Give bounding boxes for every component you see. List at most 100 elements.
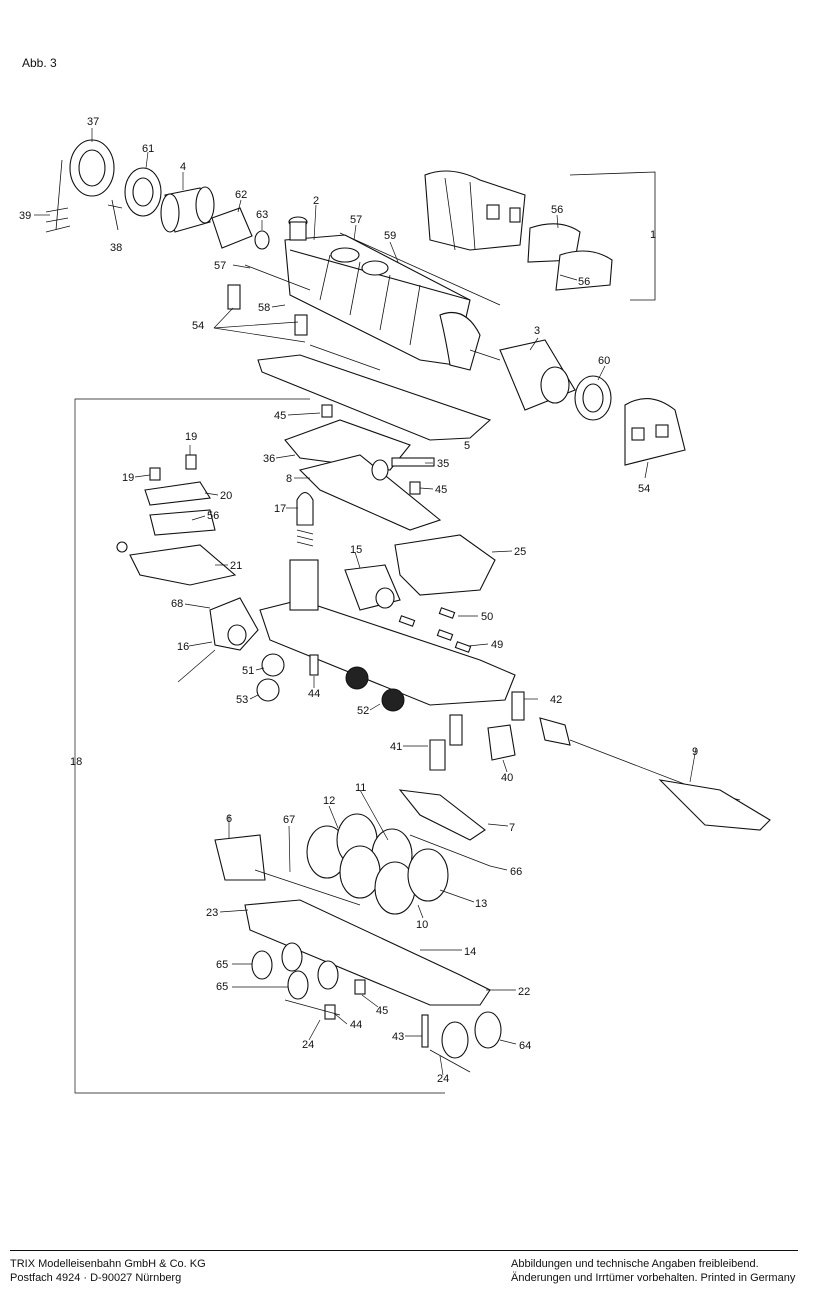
- gears-52: [345, 666, 405, 712]
- callout-19b: 19: [122, 472, 134, 484]
- callout-51: 51: [242, 665, 254, 677]
- callout-10: 10: [416, 919, 428, 931]
- callout-57a: 57: [350, 214, 362, 226]
- callout-2: 2: [313, 195, 319, 207]
- callout-13: 13: [475, 898, 487, 910]
- callout-68: 68: [171, 598, 183, 610]
- callout-58: 58: [258, 302, 270, 314]
- callout-54a: 54: [192, 320, 204, 332]
- part-6-crosshead: [214, 834, 361, 906]
- drive-wheels: [306, 813, 449, 915]
- callout-9: 9: [692, 746, 698, 758]
- callout-59: 59: [384, 230, 396, 242]
- part-62-63: [211, 207, 270, 250]
- part-61-disc: [107, 167, 162, 231]
- callout-4: 4: [180, 161, 186, 173]
- callout-56c: 56: [207, 510, 219, 522]
- part-57-rod: [339, 232, 501, 306]
- footer-divider: [10, 1250, 798, 1251]
- part-37-ring: [45, 139, 115, 233]
- part-57-rod-b: [244, 264, 311, 291]
- figure-label: Abb. 3: [22, 56, 57, 70]
- part-25-rear-frame: [394, 534, 496, 596]
- parts-19-20-21: [116, 454, 237, 586]
- leader-lines: [34, 128, 697, 1076]
- part-5-frame-plate: [257, 344, 492, 441]
- callout-3: 3: [534, 325, 540, 337]
- callout-24a: 24: [302, 1039, 314, 1051]
- callout-8: 8: [286, 473, 292, 485]
- callout-45a: 45: [274, 410, 286, 422]
- part-36-8-frame: [284, 404, 442, 531]
- pins-49-50: [398, 607, 472, 653]
- callout-11: 11: [355, 782, 366, 794]
- callout-labels: 1 2 3 4 5 6 7 8 9 10 11 12 13 14 15 16 1…: [19, 116, 698, 1085]
- callout-52: 52: [357, 705, 369, 717]
- footer-note-2: Änderungen und Irrtümer vorbehalten. Pri…: [511, 1272, 796, 1284]
- callout-53: 53: [236, 694, 248, 706]
- callout-61: 61: [142, 143, 154, 155]
- callout-42: 42: [550, 694, 562, 706]
- callout-50: 50: [481, 611, 493, 623]
- part-4-motor: [160, 186, 215, 233]
- part-7-rod-assembly: [398, 789, 491, 867]
- callout-38: 38: [110, 242, 122, 254]
- callout-43: 43: [392, 1031, 404, 1043]
- callout-56b: 56: [578, 276, 590, 288]
- callout-22: 22: [518, 986, 530, 998]
- callout-49: 49: [491, 639, 503, 651]
- part-15-gearbox: [344, 564, 401, 611]
- callout-14: 14: [464, 946, 476, 958]
- callout-45b: 45: [435, 484, 447, 496]
- callout-39: 39: [19, 210, 31, 222]
- footer-company: TRIX Modelleisenbahn GmbH & Co. KG: [10, 1258, 206, 1270]
- footer-address: Postfach 4924 · D-90027 Nürnberg: [10, 1272, 182, 1284]
- callout-64: 64: [519, 1040, 531, 1052]
- part-54-valves: [213, 284, 308, 343]
- callout-25: 25: [514, 546, 526, 558]
- part-14-22-underframe: [244, 899, 491, 1006]
- callout-12: 12: [323, 795, 335, 807]
- callout-20: 20: [220, 490, 232, 502]
- part-3-motor: [469, 339, 576, 411]
- callout-7: 7: [509, 822, 515, 834]
- part-54-smokebox: [624, 398, 686, 466]
- callout-1: 1: [650, 229, 656, 241]
- callout-65b: 65: [216, 981, 228, 993]
- callout-5: 5: [464, 440, 470, 452]
- callout-65a: 65: [216, 959, 228, 971]
- callout-63: 63: [256, 209, 268, 221]
- callout-44b: 44: [350, 1019, 362, 1031]
- part-2-boiler: [284, 216, 481, 371]
- callout-24b: 24: [437, 1073, 449, 1085]
- callout-45c: 45: [376, 1005, 388, 1017]
- part-17-spring: [296, 491, 314, 547]
- callout-56a: 56: [551, 204, 563, 216]
- pony-wheels: [251, 942, 502, 1059]
- main-chassis: [259, 559, 516, 706]
- footer-right: Abbildungen und technische Angaben freib…: [511, 1257, 795, 1285]
- callout-66: 66: [510, 866, 522, 878]
- part-1-cab: [424, 170, 656, 301]
- callout-57b: 57: [214, 260, 226, 272]
- bracket-18: [74, 398, 445, 1094]
- callout-37: 37: [87, 116, 99, 128]
- callout-18: 18: [70, 756, 82, 768]
- callout-19a: 19: [185, 431, 197, 443]
- callout-16: 16: [177, 641, 189, 653]
- footer-note-1: Abbildungen und technische Angaben freib…: [511, 1258, 759, 1270]
- callout-60: 60: [598, 355, 610, 367]
- bogie-pins: [284, 979, 471, 1073]
- callout-36: 36: [263, 453, 275, 465]
- callout-23: 23: [206, 907, 218, 919]
- callout-6: 6: [226, 813, 232, 825]
- gears-51-53: [256, 653, 319, 702]
- callout-35: 35: [437, 458, 449, 470]
- callout-21: 21: [230, 560, 242, 572]
- callout-17: 17: [274, 503, 286, 515]
- callout-40: 40: [501, 772, 513, 784]
- part-9-tender-rail: [539, 717, 771, 831]
- callout-54b: 54: [638, 483, 650, 495]
- callout-15: 15: [350, 544, 362, 556]
